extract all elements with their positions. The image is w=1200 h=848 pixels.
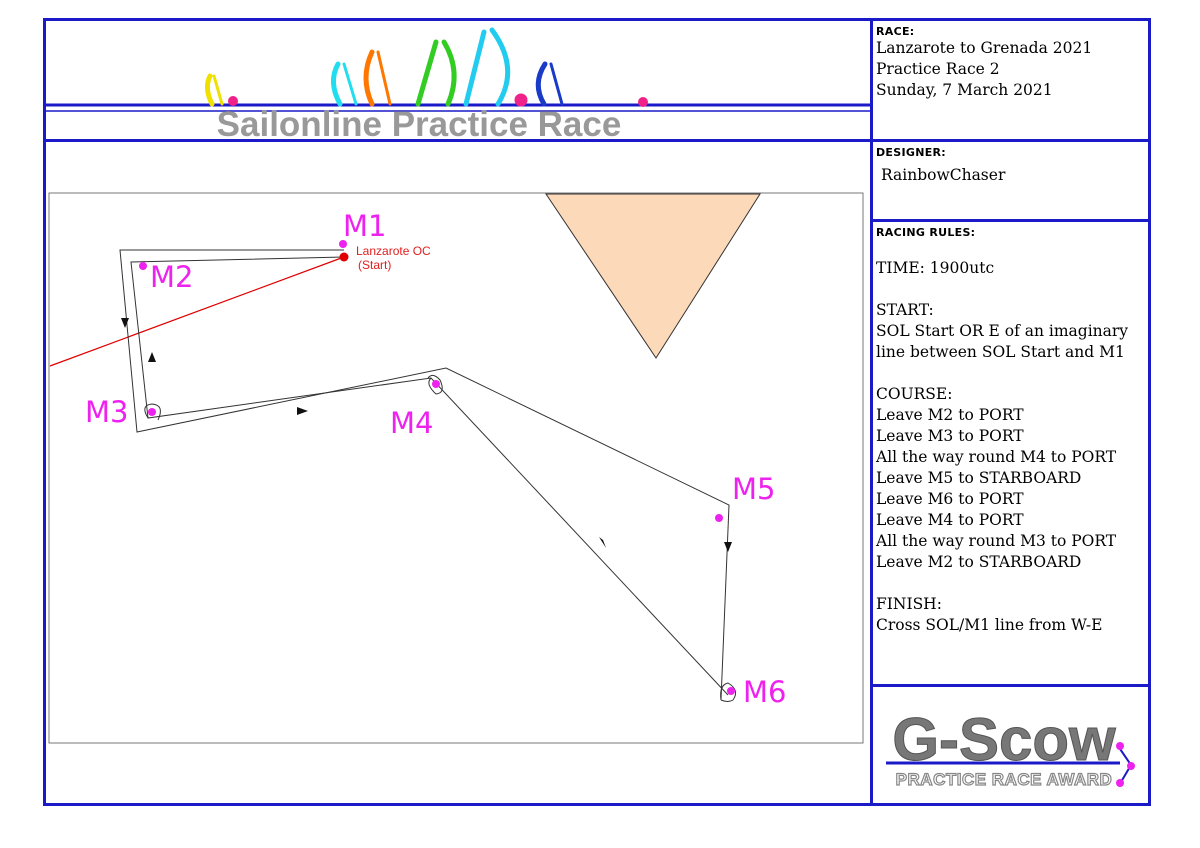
mark-m4	[432, 380, 440, 388]
rules-start-heading: START:	[876, 301, 934, 319]
designer-divider-top	[870, 139, 1151, 142]
rules-time: TIME: 1900utc	[876, 259, 995, 277]
rules-course-line-1: Leave M2 to PORT	[876, 406, 1024, 424]
arrow-northwest	[599, 537, 611, 548]
arrow-south-2	[724, 542, 732, 552]
race-line-1: Lanzarote to Grenada 2021	[876, 39, 1093, 57]
race-line-2: Practice Race 2	[876, 60, 1000, 78]
header-divider	[43, 139, 1151, 142]
rules-start-line-2: line between SOL Start and M1	[876, 343, 1125, 361]
designer-divider-bottom	[870, 219, 1151, 222]
course-route	[119, 249, 737, 702]
rules-course-line-7: All the way round M3 to PORT	[876, 532, 1117, 550]
rules-course-line-4: Leave M5 to STARBOARD	[876, 469, 1082, 487]
mark-label-m4: M4	[390, 406, 433, 440]
rules-course-line-3: All the way round M4 to PORT	[876, 448, 1117, 466]
mark-m5	[715, 514, 723, 522]
mark-m2	[139, 262, 147, 270]
rules-course-heading: COURSE:	[876, 385, 953, 403]
route-outer-leg	[119, 249, 730, 701]
rules-start-line-1: SOL Start OR E of an imaginary	[876, 322, 1129, 340]
mark-m3	[148, 408, 156, 416]
m6-rounding	[720, 682, 737, 702]
start-label-line-2: (Start)	[358, 258, 391, 272]
award-divider	[870, 684, 1151, 687]
poster-frame	[43, 18, 1151, 806]
rules-course-line-5: Leave M6 to PORT	[876, 490, 1024, 508]
rules-course-line-8: Leave M2 to STARBOARD	[876, 553, 1082, 571]
start-point	[339, 252, 349, 262]
mark-m1	[339, 240, 347, 248]
start-label-line-1: Lanzarote OC	[356, 244, 431, 258]
mark-label-m3: M3	[85, 395, 128, 429]
route-arrows	[121, 318, 732, 552]
designer-label: DESIGNER:	[876, 146, 946, 159]
mark-label-m6: M6	[743, 675, 786, 709]
m4-rounding	[427, 374, 443, 395]
arrow-east	[297, 407, 308, 415]
rules-label: RACING RULES:	[876, 226, 976, 239]
map-border	[48, 192, 864, 744]
race-line-3: Sunday, 7 March 2021	[876, 81, 1053, 99]
mark-m6	[727, 687, 735, 695]
land-area	[545, 193, 761, 359]
mark-label-m5: M5	[732, 472, 775, 506]
race-label: RACE:	[876, 25, 915, 38]
designer-name: RainbowChaser	[881, 166, 1006, 184]
m3-rounding	[144, 403, 161, 421]
column-divider	[870, 18, 873, 806]
rules-finish-line: Cross SOL/M1 line from W-E	[876, 616, 1103, 634]
rules-course-line-2: Leave M3 to PORT	[876, 427, 1024, 445]
rules-finish-heading: FINISH:	[876, 595, 942, 613]
mark-label-m1: M1	[343, 209, 386, 243]
start-line	[49, 256, 345, 367]
arrow-north-1	[148, 352, 156, 362]
marks	[139, 240, 735, 695]
arrow-south-1	[121, 318, 129, 328]
mark-label-m2: M2	[150, 260, 193, 294]
rules-course-line-6: Leave M4 to PORT	[876, 511, 1024, 529]
